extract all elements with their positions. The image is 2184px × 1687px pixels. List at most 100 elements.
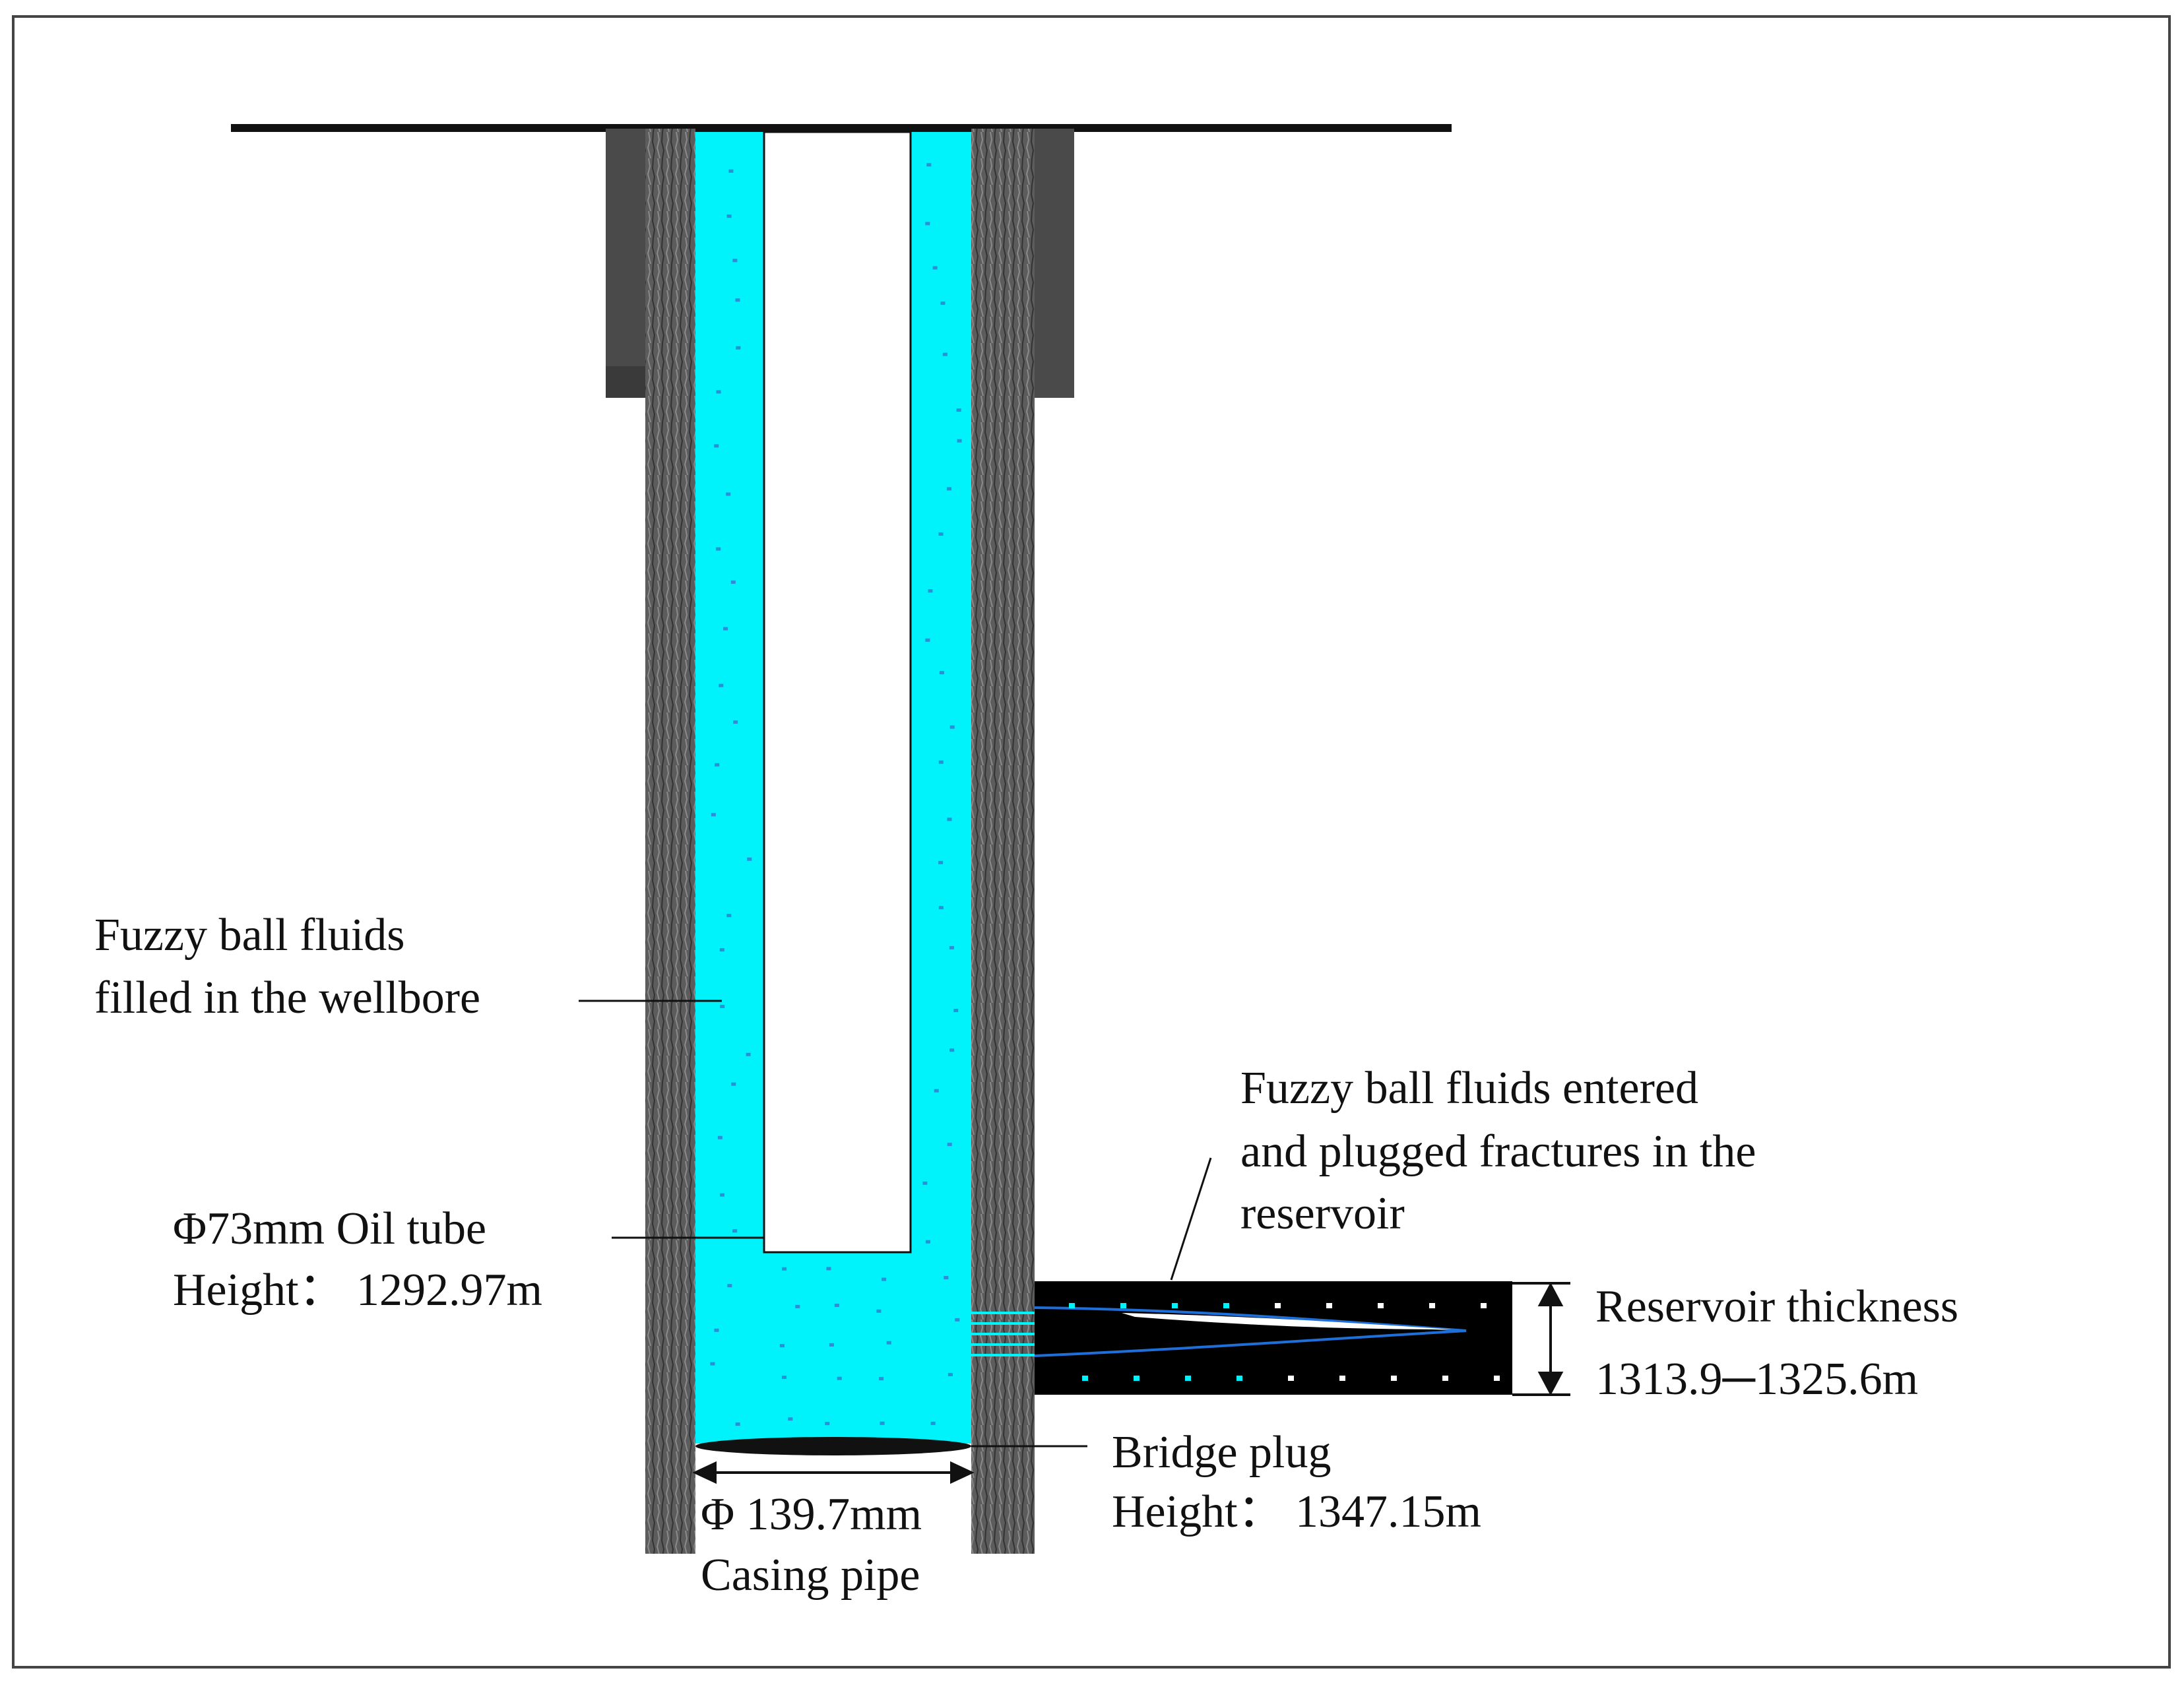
- figure-frame: [12, 15, 2171, 1669]
- perforations: [971, 1312, 1035, 1356]
- dot: [788, 1417, 793, 1421]
- dot: [940, 302, 946, 305]
- dot: [717, 1135, 723, 1139]
- dot: [728, 169, 734, 173]
- reservoir-dots: [1069, 1303, 1500, 1381]
- dot: [928, 589, 933, 593]
- casing-wall-right: [971, 129, 1035, 1554]
- dot: [716, 390, 721, 394]
- dot: [719, 684, 724, 687]
- dot: [1326, 1303, 1332, 1308]
- dot: [944, 1276, 949, 1280]
- outer-casing-left: [606, 129, 645, 398]
- dot: [947, 1143, 952, 1147]
- dot: [934, 1089, 939, 1093]
- dot: [925, 222, 930, 226]
- dot: [1391, 1376, 1397, 1381]
- dot: [879, 1377, 884, 1381]
- dot: [735, 1422, 740, 1426]
- dot: [953, 1009, 959, 1013]
- dot: [922, 1181, 928, 1185]
- dot: [1288, 1376, 1294, 1381]
- dot: [731, 1082, 736, 1086]
- dot: [942, 352, 947, 356]
- dot: [826, 1267, 831, 1271]
- dot: [886, 1341, 891, 1345]
- dot: [1429, 1303, 1435, 1308]
- dot: [829, 1343, 834, 1347]
- dot: [1069, 1303, 1075, 1308]
- dot: [834, 1304, 839, 1308]
- dot: [925, 1240, 930, 1244]
- outer-casing-right: [1035, 129, 1074, 398]
- casing-diameter-arrow: [692, 1461, 975, 1484]
- dot: [825, 1422, 830, 1426]
- dot: [730, 580, 736, 584]
- dot: [1275, 1303, 1281, 1308]
- fracture-plug: [1122, 1313, 1452, 1329]
- dot: [746, 1052, 751, 1056]
- dot: [1082, 1376, 1088, 1381]
- dot: [720, 1193, 725, 1197]
- outer-casing-left-shoe: [606, 366, 645, 398]
- dot: [938, 760, 944, 764]
- label-fuzzy-wellbore: Fuzzy ball fluids filled in the wellbore: [94, 910, 480, 1023]
- dot: [714, 1328, 719, 1332]
- dot: [949, 1048, 955, 1052]
- dot: [1339, 1376, 1345, 1381]
- dot: [726, 914, 732, 918]
- dot: [1494, 1376, 1500, 1381]
- dot: [876, 1309, 882, 1313]
- dot: [882, 1277, 887, 1281]
- dot: [714, 444, 719, 448]
- thickness-arrow: [1512, 1282, 1570, 1396]
- dot: [735, 298, 740, 302]
- dot: [939, 671, 944, 675]
- dot: [716, 547, 721, 551]
- dot: [727, 1284, 732, 1288]
- label-fuzzy-entered: Fuzzy ball fluids entered and plugged fr…: [1240, 1063, 1768, 1239]
- bridge-plug: [695, 1437, 971, 1455]
- dot: [795, 1304, 800, 1308]
- label-bridge-plug: Bridge plug Height： 1347.15m: [1112, 1427, 1481, 1537]
- label-reservoir: Reservoir thickness 1313.9─1325.6m: [1595, 1281, 1970, 1405]
- dot: [938, 906, 944, 910]
- dot: [747, 857, 752, 861]
- dot: [715, 763, 720, 767]
- dot: [723, 627, 728, 631]
- dot: [779, 1344, 785, 1348]
- oil-tube: [763, 131, 912, 1254]
- dot: [1481, 1303, 1487, 1308]
- dot: [947, 817, 952, 821]
- dot: [925, 638, 930, 642]
- dot: [926, 163, 932, 167]
- fluid-dots: [710, 163, 962, 1426]
- label-casing: Φ 139.7mm Casing pipe: [701, 1489, 934, 1601]
- dot: [726, 492, 731, 496]
- dot: [1172, 1303, 1178, 1308]
- dot: [1120, 1303, 1126, 1308]
- dot: [837, 1376, 842, 1380]
- dot: [720, 1004, 725, 1008]
- casing-wall-left: [645, 129, 695, 1554]
- dot: [732, 1229, 738, 1233]
- dot: [732, 259, 738, 263]
- dot: [711, 813, 716, 817]
- fracture: [1034, 1306, 1467, 1357]
- dot: [938, 532, 944, 536]
- dot: [946, 487, 951, 491]
- dot: [957, 439, 962, 443]
- dot: [955, 1318, 960, 1321]
- dot: [1134, 1376, 1140, 1381]
- dot: [938, 860, 944, 864]
- dot: [930, 1421, 936, 1425]
- dot: [726, 214, 732, 218]
- dot: [719, 948, 724, 952]
- dot: [733, 720, 738, 724]
- dot: [947, 1372, 953, 1376]
- leader-lines: [579, 1000, 1212, 1448]
- dot: [1223, 1303, 1229, 1308]
- dot: [932, 266, 938, 270]
- dot: [736, 346, 741, 350]
- dot: [781, 1376, 787, 1380]
